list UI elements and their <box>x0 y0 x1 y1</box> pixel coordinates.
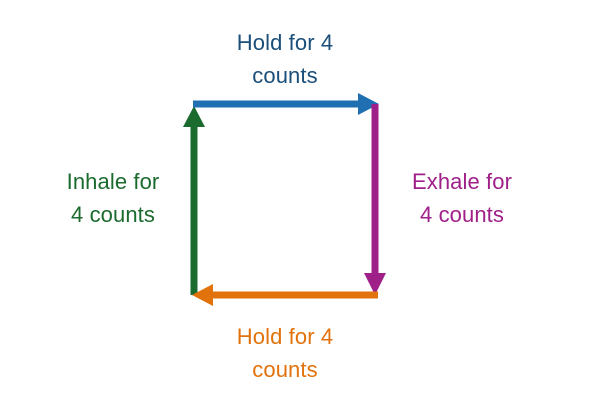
label-exhale: Exhale for 4 counts <box>411 169 513 227</box>
label-hold-top: Hold for 4 counts <box>236 30 334 88</box>
hold-top-arrow-right <box>193 93 379 115</box>
label-inhale: Inhale for 4 counts <box>66 169 160 227</box>
inhale-arrow-up <box>183 106 205 295</box>
hold-bottom-arrow-left <box>192 284 378 306</box>
label-hold-bottom: Hold for 4 counts <box>236 324 334 382</box>
exhale-arrow-down <box>364 104 386 295</box>
